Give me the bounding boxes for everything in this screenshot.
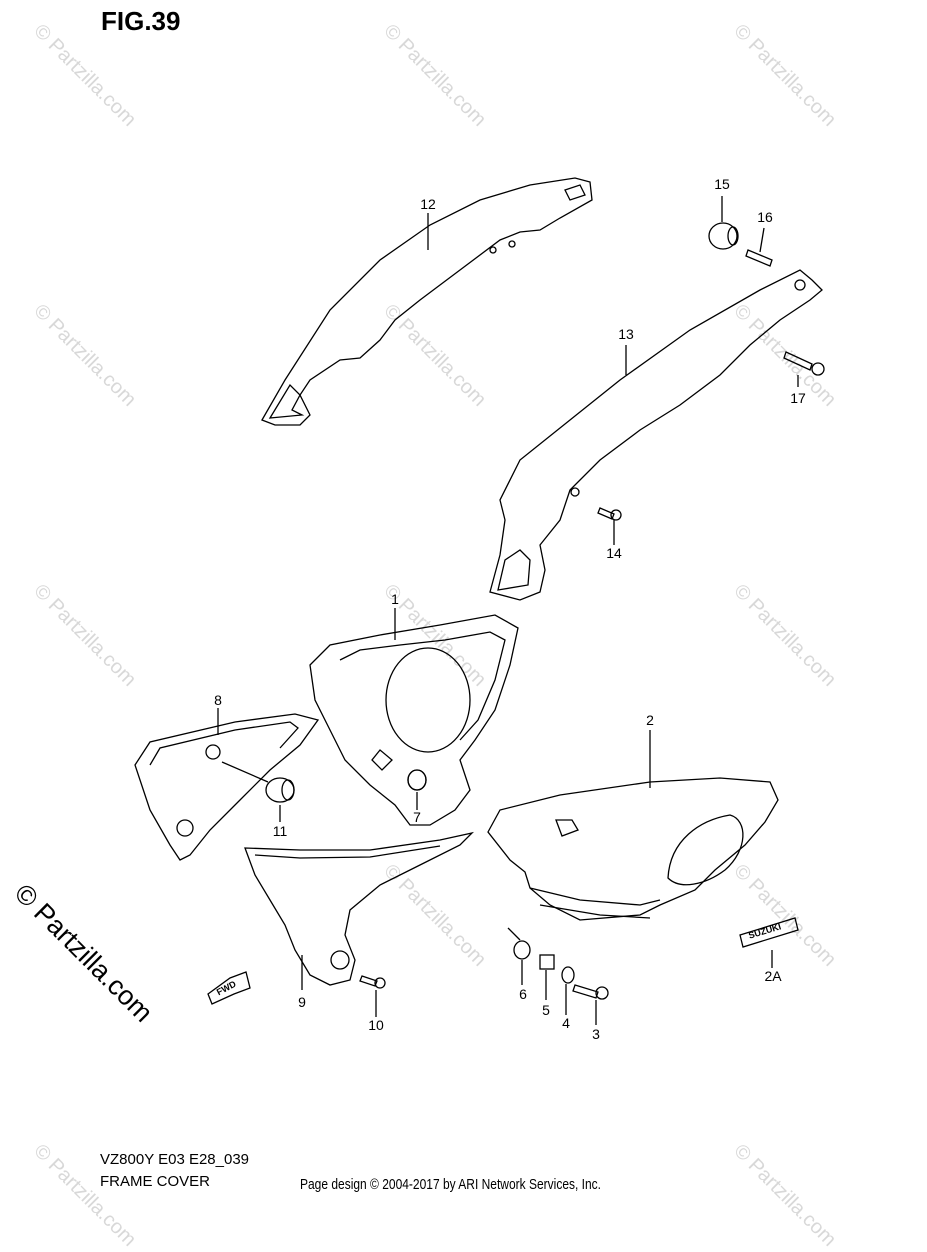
part-9-lower-cover — [244, 831, 475, 986]
part-2a-emblem — [739, 917, 799, 948]
leader-16 — [759, 227, 765, 253]
figure-title: FIG.39 — [101, 6, 181, 36]
parts-diagram — [134, 177, 825, 1025]
part-10-screw — [359, 975, 386, 989]
callout-10: 10 — [368, 1017, 384, 1033]
callout-16: 16 — [757, 209, 773, 225]
part-15-collar — [708, 222, 739, 250]
callout-7: 7 — [413, 809, 421, 825]
callout-8: 8 — [214, 692, 222, 708]
leader-hardware-link — [507, 927, 521, 941]
callout-2: 2 — [646, 712, 654, 728]
part-5-collar — [539, 954, 555, 970]
callout-12: 12 — [420, 196, 436, 212]
part-1-frame-cover-bracket — [309, 614, 519, 826]
callout-1: 1 — [391, 591, 399, 607]
callout-9: 9 — [298, 994, 306, 1010]
part-16-pin — [745, 249, 773, 267]
model-code: VZ800Y E03 E28_039 — [100, 1151, 250, 1168]
page-credit: Page design © 2004-2017 by ARI Network S… — [300, 1176, 602, 1193]
part-8-small-cover — [134, 713, 320, 861]
callout-6: 6 — [519, 986, 527, 1002]
callout-13: 13 — [618, 326, 634, 342]
callout-14: 14 — [606, 545, 622, 561]
part-3-screw — [572, 984, 609, 1000]
callout-15: 15 — [714, 176, 730, 192]
part-11-grommet — [265, 777, 295, 803]
part-14-screw — [597, 507, 622, 521]
part-13-frame-cover-rear — [489, 269, 823, 601]
leader-11-link — [221, 761, 269, 783]
part-17-screw — [783, 351, 825, 376]
callout-2a: 2A — [764, 968, 782, 984]
callout-4: 4 — [562, 1015, 570, 1031]
part-7-grommet — [407, 769, 427, 791]
callout-5: 5 — [542, 1002, 550, 1018]
callout-17: 17 — [790, 390, 806, 406]
part-6-grommet — [513, 940, 531, 960]
part-4-washer — [561, 966, 575, 984]
diagram-caption: FRAME COVER — [100, 1173, 211, 1190]
fwd-arrow-icon — [207, 971, 251, 1005]
part-2-side-cover — [487, 777, 779, 921]
callout-3: 3 — [592, 1026, 600, 1042]
part-12-frame-cover-upper — [261, 177, 593, 426]
callout-11: 11 — [272, 823, 288, 839]
